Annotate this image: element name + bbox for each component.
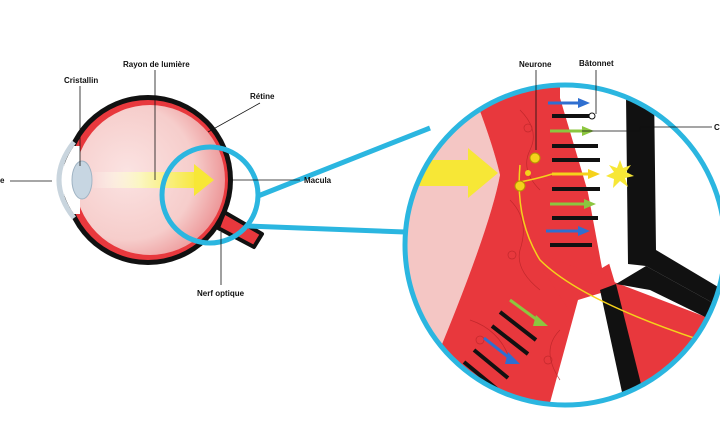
rod-black-9 [472, 348, 510, 380]
label-cristallin: Cristallin [64, 76, 99, 85]
label-cornea-partial: e [0, 176, 5, 185]
cone-active [552, 169, 600, 179]
flash-icon [606, 160, 634, 188]
leader-lines [10, 70, 300, 285]
rod-black-1 [552, 112, 596, 120]
neuron-cells [514, 152, 701, 341]
magnifier-circle-icon [402, 82, 720, 408]
cone-green-3 [509, 298, 548, 326]
rod-blue-3 [483, 336, 520, 364]
photoreceptors-upper [546, 98, 600, 247]
eye-diagram-icon [56, 95, 264, 265]
zoom-leader-lines [535, 70, 712, 150]
label-rayon: Rayon de lumière [123, 60, 190, 69]
label-nerf: Nerf optique [197, 289, 245, 298]
zoom-connector-bottom [247, 223, 406, 235]
label-macula: Macula [304, 176, 332, 185]
light-beam [90, 172, 200, 188]
light-arrow-icon [468, 148, 498, 198]
neuron-cell-2 [514, 180, 526, 192]
rod-black-8 [490, 324, 530, 356]
sclera-band [620, 88, 720, 318]
rod-black-7 [498, 310, 538, 342]
label-neurone: Neurone [519, 60, 552, 69]
cornea [56, 140, 76, 220]
neuron-cell-3 [525, 170, 531, 176]
label-batonnet: Bâtonnet [579, 59, 614, 68]
zoom-connector-top [257, 125, 431, 199]
pigment-layer [586, 95, 624, 268]
rod-blue-1 [548, 98, 590, 108]
cone-green-2 [550, 199, 596, 209]
label-cone-partial: C [714, 123, 720, 132]
rod-blue-2 [546, 226, 590, 236]
lens-cristallin [71, 160, 93, 200]
light-arrow-small-icon [194, 164, 214, 196]
neuron-fiber [518, 164, 701, 341]
neuron-cell-1 [529, 152, 541, 164]
label-retine: Rétine [250, 92, 275, 101]
